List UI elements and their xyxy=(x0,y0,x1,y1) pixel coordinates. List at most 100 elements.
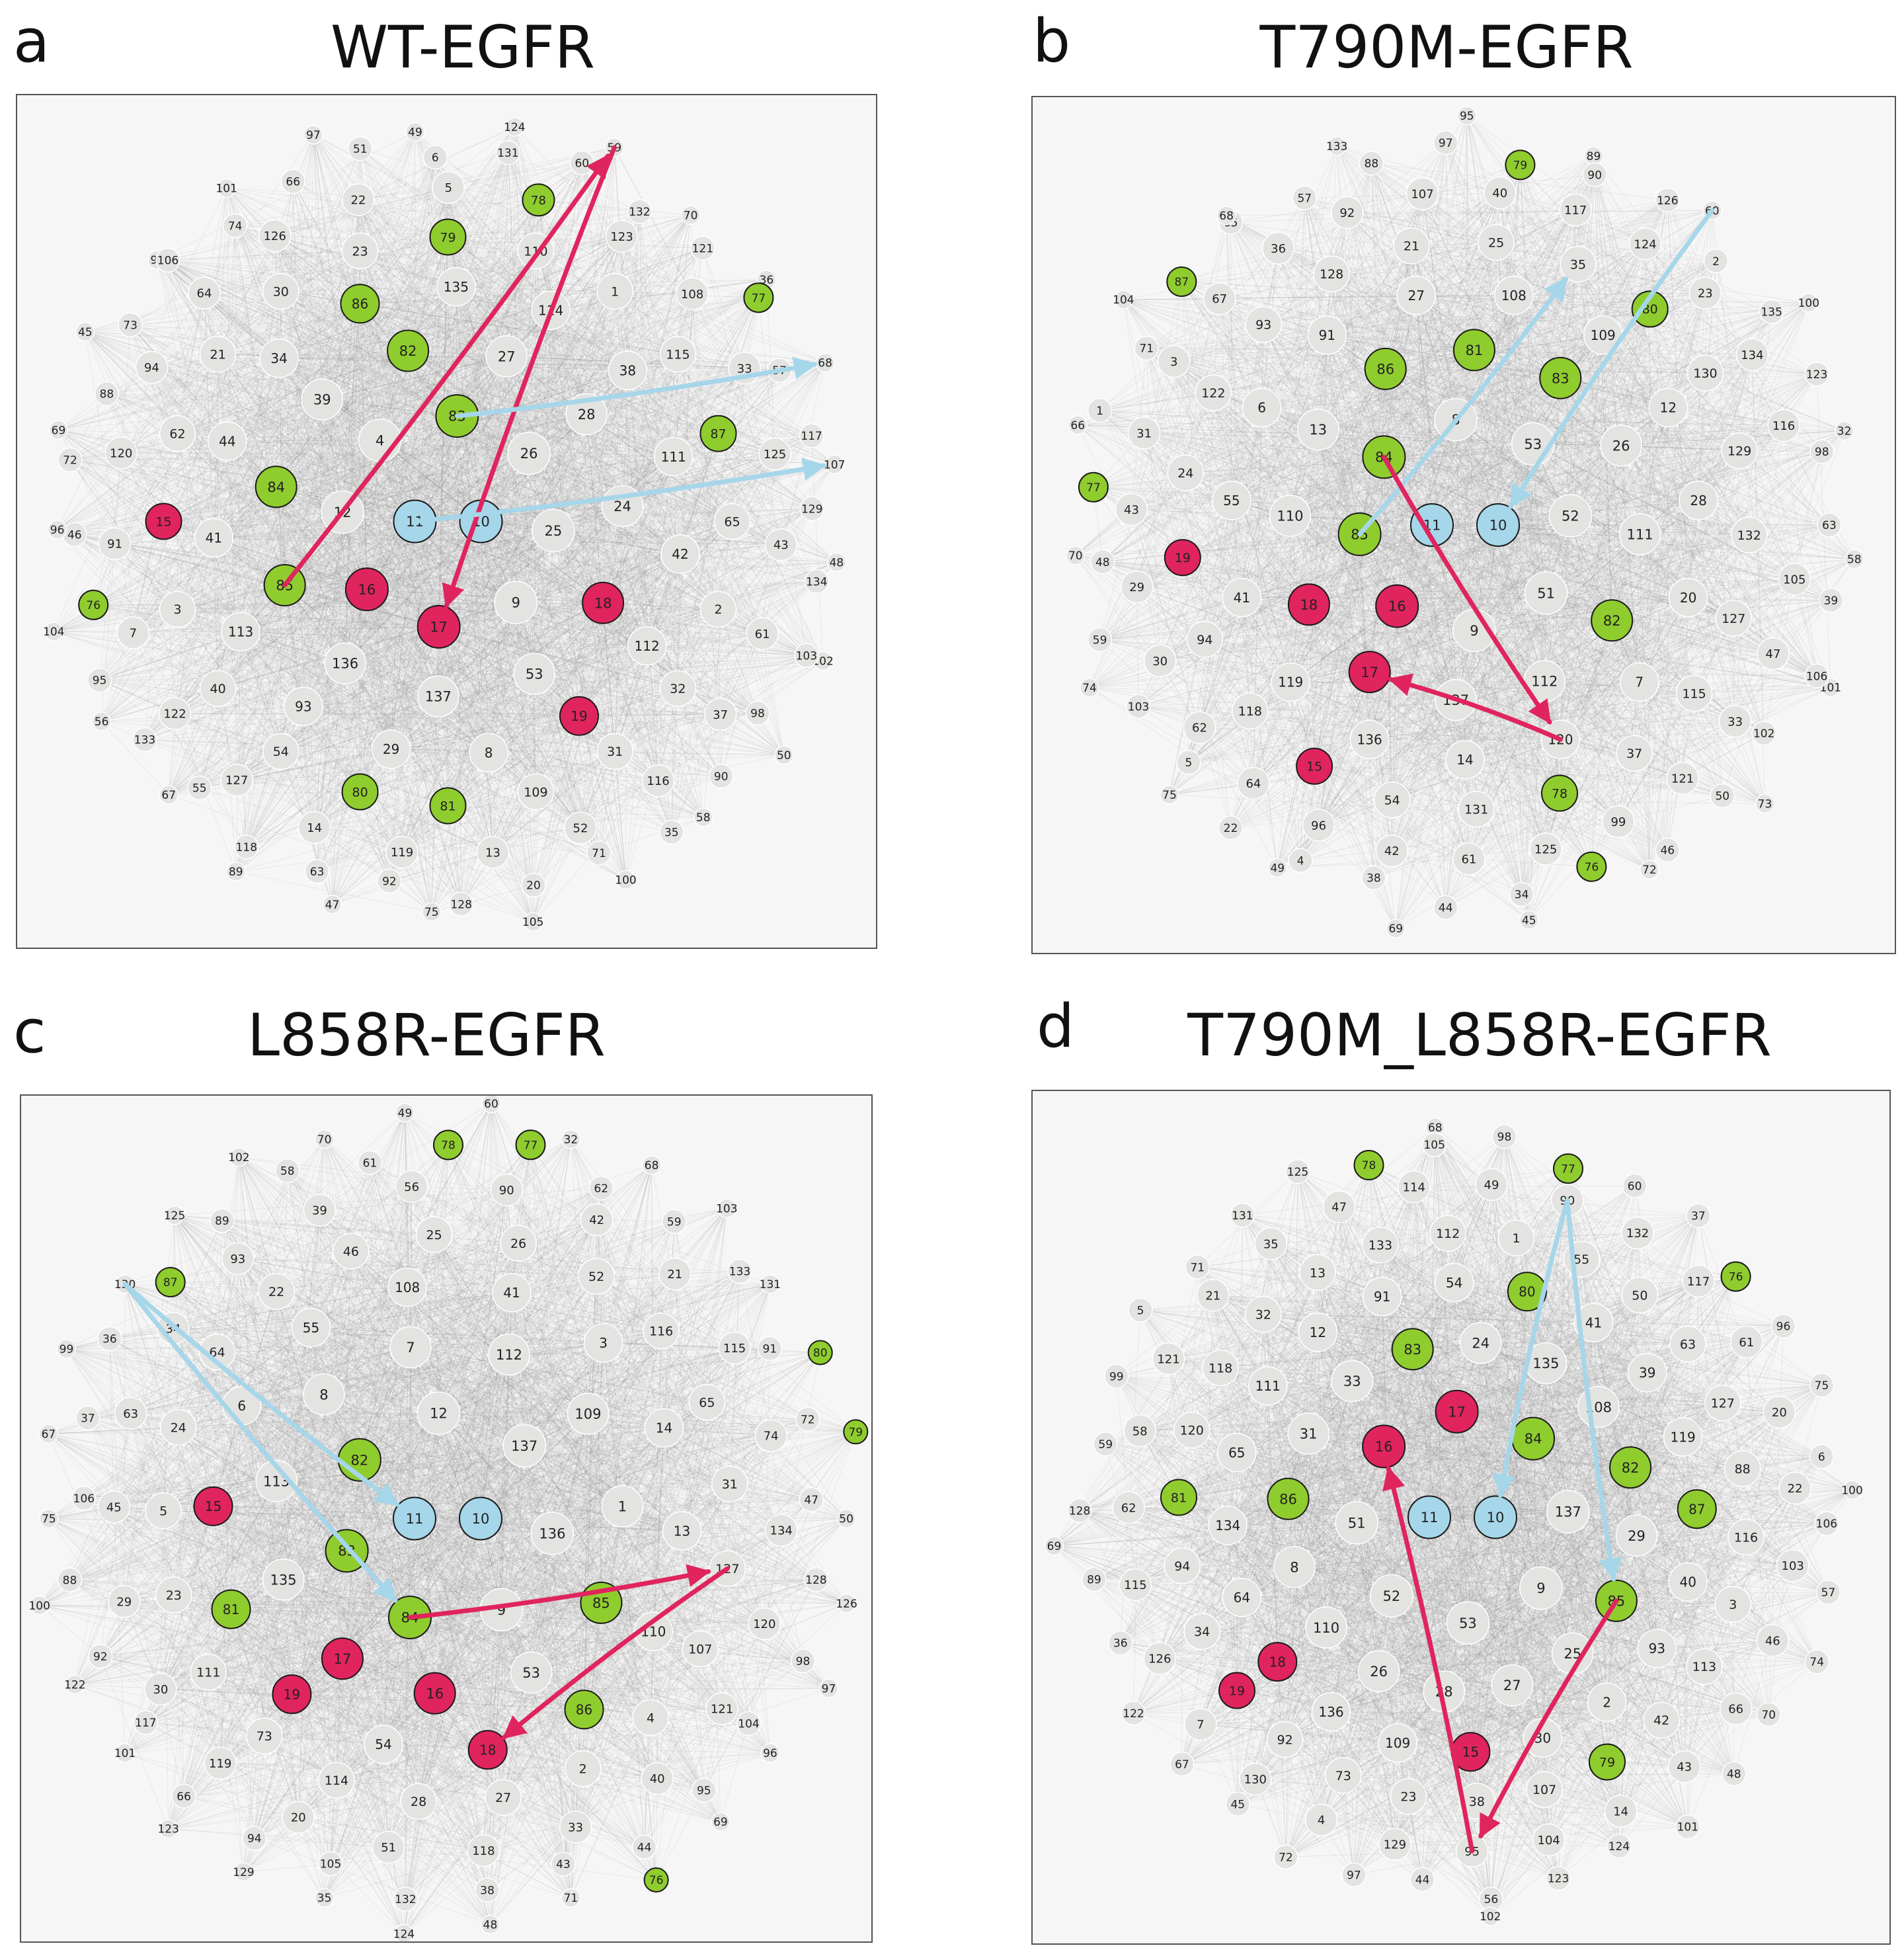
node-67: 67 xyxy=(159,785,178,805)
node-circle xyxy=(47,520,67,540)
node-129: 129 xyxy=(1378,1828,1411,1861)
node-circle xyxy=(507,431,551,475)
node-32: 32 xyxy=(561,1129,581,1149)
node-label: 99 xyxy=(1109,1370,1124,1383)
node-51: 51 xyxy=(372,1830,405,1864)
node-51: 51 xyxy=(348,136,373,161)
node-111: 111 xyxy=(1618,513,1661,555)
node-label: 65 xyxy=(1228,1445,1245,1461)
node-label: 49 xyxy=(1484,1178,1499,1192)
node-16: 16 xyxy=(1362,1424,1406,1469)
node-label: 88 xyxy=(1735,1462,1751,1477)
node-95: 95 xyxy=(87,667,112,693)
node-label: 91 xyxy=(107,538,122,551)
node-label: 73 xyxy=(257,1729,272,1744)
node-label: 8 xyxy=(319,1387,328,1403)
node-circle xyxy=(1637,1629,1677,1668)
node-122: 122 xyxy=(64,1674,86,1695)
node-label: 106 xyxy=(157,255,178,268)
node-circle xyxy=(433,1129,463,1160)
node-circle xyxy=(521,872,546,898)
node-label: 49 xyxy=(408,126,422,140)
node-circle xyxy=(395,1103,415,1123)
path-arrow xyxy=(502,1566,730,1740)
node-label: 17 xyxy=(430,620,448,635)
node-41: 41 xyxy=(194,518,234,558)
node-circle xyxy=(1643,1701,1680,1739)
node-label: 51 xyxy=(381,1841,396,1855)
node-37: 37 xyxy=(75,1405,100,1431)
node-label: 124 xyxy=(504,121,525,134)
node-label: 114 xyxy=(325,1773,348,1788)
node-circle xyxy=(1242,387,1282,428)
node-label: 16 xyxy=(426,1686,444,1701)
node-6: 6 xyxy=(1242,387,1282,428)
node-circle xyxy=(1421,1132,1447,1157)
node-120: 120 xyxy=(1173,1411,1210,1449)
node-circle xyxy=(1327,136,1347,156)
node-label: 101 xyxy=(1677,1821,1698,1834)
node-circle xyxy=(1668,577,1708,618)
node-circle xyxy=(1391,1328,1434,1371)
node-94: 94 xyxy=(242,1826,267,1851)
node-circle xyxy=(641,1762,674,1795)
node-label: 46 xyxy=(1765,1634,1780,1648)
node-label: 26 xyxy=(1612,438,1630,454)
node-133: 133 xyxy=(1362,1227,1399,1264)
node-38: 38 xyxy=(608,350,648,391)
node-label: 119 xyxy=(391,846,413,860)
node-circle xyxy=(1484,177,1517,210)
node-circle xyxy=(1751,721,1776,746)
node-circle xyxy=(1602,805,1635,838)
node-41: 41 xyxy=(492,1273,532,1313)
node-circle xyxy=(596,733,633,770)
node-55: 55 xyxy=(1212,481,1251,520)
node-label: 52 xyxy=(1383,1588,1401,1604)
panel-letter: d xyxy=(1037,992,1075,1061)
node-circle xyxy=(216,178,237,198)
node-circle xyxy=(58,447,83,473)
node-circle xyxy=(1362,1277,1402,1317)
node-112: 112 xyxy=(488,1333,530,1376)
node-label: 54 xyxy=(1384,794,1400,808)
node-42: 42 xyxy=(1643,1701,1680,1739)
node-label: 56 xyxy=(1484,1893,1499,1906)
node-label: 111 xyxy=(1255,1378,1281,1394)
node-75: 75 xyxy=(422,902,442,922)
node-25: 25 xyxy=(415,1216,453,1253)
node-29: 29 xyxy=(1120,570,1154,604)
node-label: 100 xyxy=(28,1600,50,1613)
node-126: 126 xyxy=(1143,1642,1177,1675)
node-label: 45 xyxy=(78,326,93,339)
node-9: 9 xyxy=(494,581,538,624)
node-98: 98 xyxy=(1491,1124,1517,1149)
node-label: 67 xyxy=(1212,292,1227,306)
node-label: 39 xyxy=(313,392,331,408)
node-circle xyxy=(551,1852,576,1877)
node-37: 37 xyxy=(1616,735,1653,772)
node-circle xyxy=(1335,1501,1378,1545)
node-9: 9 xyxy=(1452,608,1496,653)
node-circle xyxy=(1675,674,1713,712)
node-69: 69 xyxy=(48,420,69,440)
node-30: 30 xyxy=(262,272,299,310)
node-22: 22 xyxy=(258,1273,295,1310)
node-62: 62 xyxy=(159,415,196,452)
node-49: 49 xyxy=(395,1103,415,1123)
node-23: 23 xyxy=(1390,1777,1427,1815)
node-label: 48 xyxy=(483,1918,498,1932)
node-label: 60 xyxy=(1628,1180,1642,1193)
node-circle xyxy=(314,1888,335,1908)
node-circle xyxy=(1202,1349,1239,1387)
node-circle xyxy=(743,282,774,313)
node-circle xyxy=(416,604,461,649)
node-label: 96 xyxy=(763,1747,777,1760)
node-136: 136 xyxy=(324,642,366,684)
node-2: 2 xyxy=(1587,1682,1627,1722)
node-label: 54 xyxy=(273,745,289,759)
node-125: 125 xyxy=(758,437,791,471)
node-label: 103 xyxy=(1128,700,1149,713)
node-33: 33 xyxy=(1718,705,1752,738)
node-56: 56 xyxy=(91,712,112,731)
node-label: 21 xyxy=(667,1268,682,1282)
